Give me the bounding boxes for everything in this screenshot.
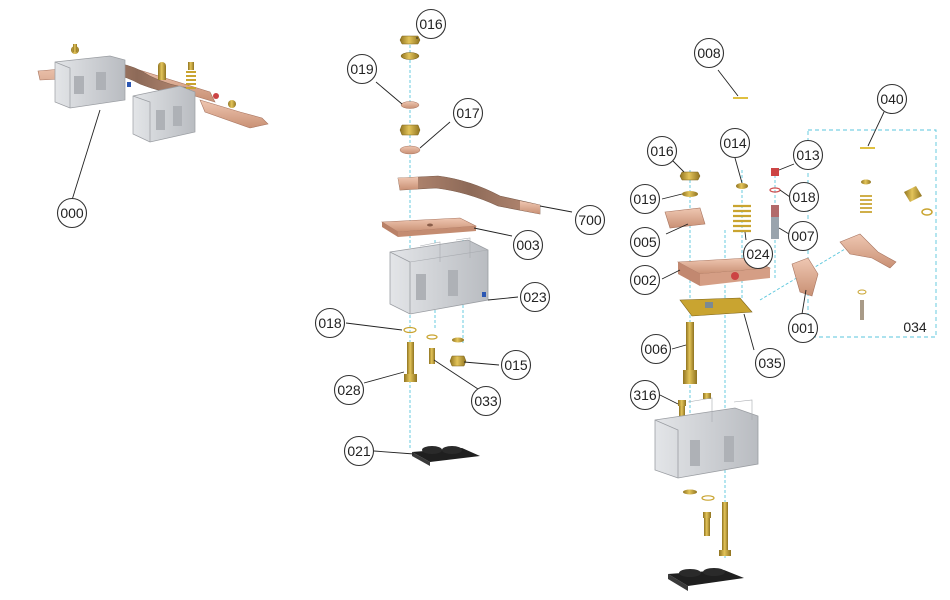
callout-024: 024	[742, 238, 774, 270]
callout-circle	[640, 333, 672, 365]
callout-number: 013	[796, 147, 820, 163]
callout-circle	[629, 183, 661, 215]
callout-circle	[742, 238, 774, 270]
callout-circle	[574, 204, 606, 236]
callout-number: 007	[791, 228, 815, 244]
assembled-view	[37, 44, 269, 143]
callout-019: 019	[346, 53, 378, 85]
part-014-spring	[733, 183, 751, 233]
callout-number: 016	[419, 16, 443, 32]
callout-circle	[56, 197, 88, 229]
callout-circle	[754, 347, 786, 379]
callout-circle	[452, 97, 484, 129]
callout-number: 015	[504, 357, 528, 373]
middle-exploded-view	[381, 35, 541, 466]
callout-019: 019	[629, 183, 661, 215]
callout-circle	[343, 435, 375, 467]
callout-number: 017	[456, 105, 480, 121]
part-021-pad	[412, 446, 480, 466]
callout-number: 021	[347, 443, 371, 459]
callout-021: 021	[343, 435, 375, 467]
callout-circle	[693, 37, 725, 69]
callout-circle	[512, 229, 544, 261]
callout-number: 023	[523, 289, 547, 305]
callout-number: 034	[903, 319, 927, 335]
callout-number: 001	[791, 320, 815, 336]
callout-circle	[646, 135, 678, 167]
callout-number: 018	[792, 189, 816, 205]
callout-circle	[415, 8, 447, 40]
callout-033: 033	[470, 385, 502, 417]
callout-circle	[500, 349, 532, 381]
callout-circle	[470, 385, 502, 417]
callout-circle	[629, 226, 661, 258]
callout-number: 000	[60, 205, 84, 221]
callout-023: 023	[519, 281, 551, 313]
callout-005: 005	[629, 226, 661, 258]
callout-circle	[314, 307, 346, 339]
callout-014: 014	[719, 127, 751, 159]
part-034-inset	[839, 179, 933, 320]
part-003-plate	[381, 217, 478, 237]
callout-700: 700	[574, 204, 606, 236]
callout-006: 006	[640, 333, 672, 365]
callout-number: 700	[578, 212, 602, 228]
callout-number: 005	[633, 234, 657, 250]
callout-028: 028	[333, 374, 365, 406]
callout-circle	[787, 312, 819, 344]
callout-number: 024	[746, 246, 770, 262]
callout-number: 016	[650, 143, 674, 159]
callout-040: 040	[876, 83, 908, 115]
callout-number: 018	[318, 315, 342, 331]
callout-number: 033	[474, 393, 498, 409]
callout-008: 008	[693, 37, 725, 69]
callout-number: 035	[758, 355, 782, 371]
callout-circle	[876, 83, 908, 115]
part-023-housing	[389, 237, 489, 315]
callout-circle	[629, 379, 661, 411]
callout-circle	[719, 127, 751, 159]
callout-018: 018	[314, 307, 346, 339]
callout-circle	[519, 281, 551, 313]
callout-015: 015	[500, 349, 532, 381]
callout-013: 013	[792, 139, 824, 171]
callout-number: 006	[644, 341, 668, 357]
callout-000: 000	[56, 197, 88, 229]
callout-007: 007	[787, 220, 819, 252]
callout-number: 014	[723, 135, 747, 151]
callout-number: 316	[633, 387, 657, 403]
callout-number: 028	[337, 382, 361, 398]
callout-number: 002	[633, 272, 657, 288]
leader-lines	[71, 37, 885, 455]
callout-018: 018	[788, 181, 820, 213]
callout-001: 001	[787, 312, 819, 344]
callout-number: 019	[350, 61, 374, 77]
callout-035: 035	[754, 347, 786, 379]
callout-number: 040	[880, 91, 904, 107]
right-housing	[654, 397, 759, 479]
callout-circle	[629, 264, 661, 296]
callout-003: 003	[512, 229, 544, 261]
callout-circle	[792, 139, 824, 171]
callout-number: 003	[516, 237, 540, 253]
callout-316: 316	[629, 379, 661, 411]
callout-017: 017	[452, 97, 484, 129]
callout-circle	[346, 53, 378, 85]
part-016-nut	[399, 35, 421, 45]
callout-016: 016	[646, 135, 678, 167]
part-700-braid	[397, 175, 541, 215]
callout-number: 019	[633, 191, 657, 207]
callout-circle	[788, 181, 820, 213]
right-exploded-view	[654, 97, 937, 591]
callout-number: 008	[697, 45, 721, 61]
callout-034: 034	[903, 319, 927, 335]
callout-circle	[333, 374, 365, 406]
callout-016: 016	[415, 8, 447, 40]
callout-002: 002	[629, 264, 661, 296]
callout-circle	[787, 220, 819, 252]
callout-labels: 000 016 019 017 700 003 023 018 015 028 033 021 008 0…	[56, 8, 927, 467]
